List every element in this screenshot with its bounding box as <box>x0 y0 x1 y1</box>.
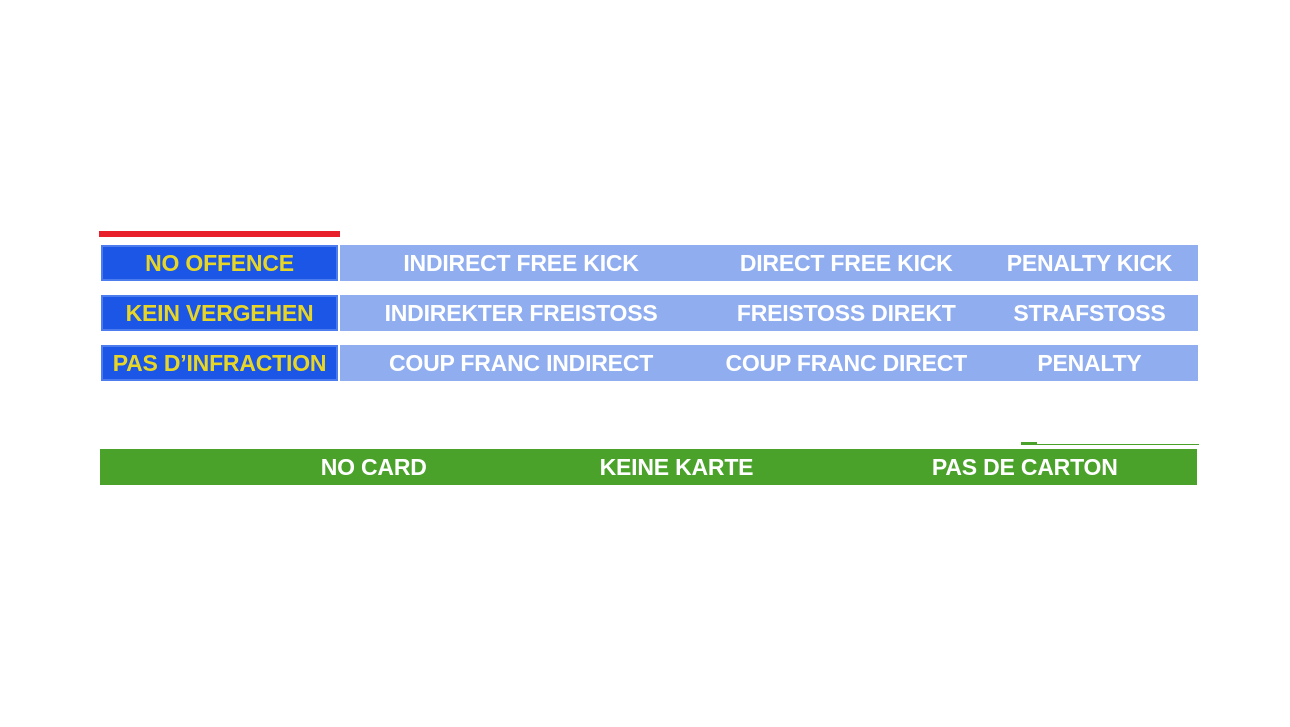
direct-free-kick-label-en: DIRECT FREE KICK <box>739 249 953 276</box>
indirect-free-kick-label-fr: COUP FRANC INDIRECT <box>388 349 654 376</box>
indirect-free-kick-label-en: INDIRECT FREE KICK <box>403 249 639 276</box>
no-card-label-de: KEINE KARTE <box>599 453 754 480</box>
decision-row-de: KEIN VERGEHEN INDIREKTER FREISTOSS FREIS… <box>0 295 1290 331</box>
hidden-object-outline-line <box>1021 444 1199 445</box>
hidden-object-outline-dash <box>1021 442 1037 444</box>
indirect-free-kick-label-de: INDIREKTER FREISTOSS <box>384 299 658 326</box>
penalty-kick-label-en: PENALTY KICK <box>1006 249 1173 276</box>
penalty-kick-label-fr: PENALTY <box>1037 349 1142 376</box>
decision-row-fr: PAS D’INFRACTION COUP FRANC INDIRECT COU… <box>0 345 1290 381</box>
no-card-label-en: NO CARD <box>320 453 427 480</box>
no-offence-cell-de: KEIN VERGEHEN <box>101 295 338 331</box>
kick-bar-en: INDIRECT FREE KICK DIRECT FREE KICK PENA… <box>340 245 1198 281</box>
no-card-bar: NO CARD KEINE KARTE PAS DE CARTON <box>100 449 1197 485</box>
no-offence-cell-fr: PAS D’INFRACTION <box>101 345 338 381</box>
direct-free-kick-label-de: FREISTOSS DIREKT <box>736 299 956 326</box>
kick-bar-fr: COUP FRANC INDIRECT COUP FRANC DIRECT PE… <box>340 345 1198 381</box>
decision-row-en: NO OFFENCE INDIRECT FREE KICK DIRECT FRE… <box>0 245 1290 281</box>
no-card-label-fr: PAS DE CARTON <box>931 453 1118 480</box>
direct-free-kick-label-fr: COUP FRANC DIRECT <box>725 349 967 376</box>
no-offence-cell-en: NO OFFENCE <box>101 245 338 281</box>
penalty-kick-label-de: STRAFSTOSS <box>1013 299 1166 326</box>
red-highlight-bar <box>99 231 340 237</box>
kick-bar-de: INDIREKTER FREISTOSS FREISTOSS DIREKT ST… <box>340 295 1198 331</box>
